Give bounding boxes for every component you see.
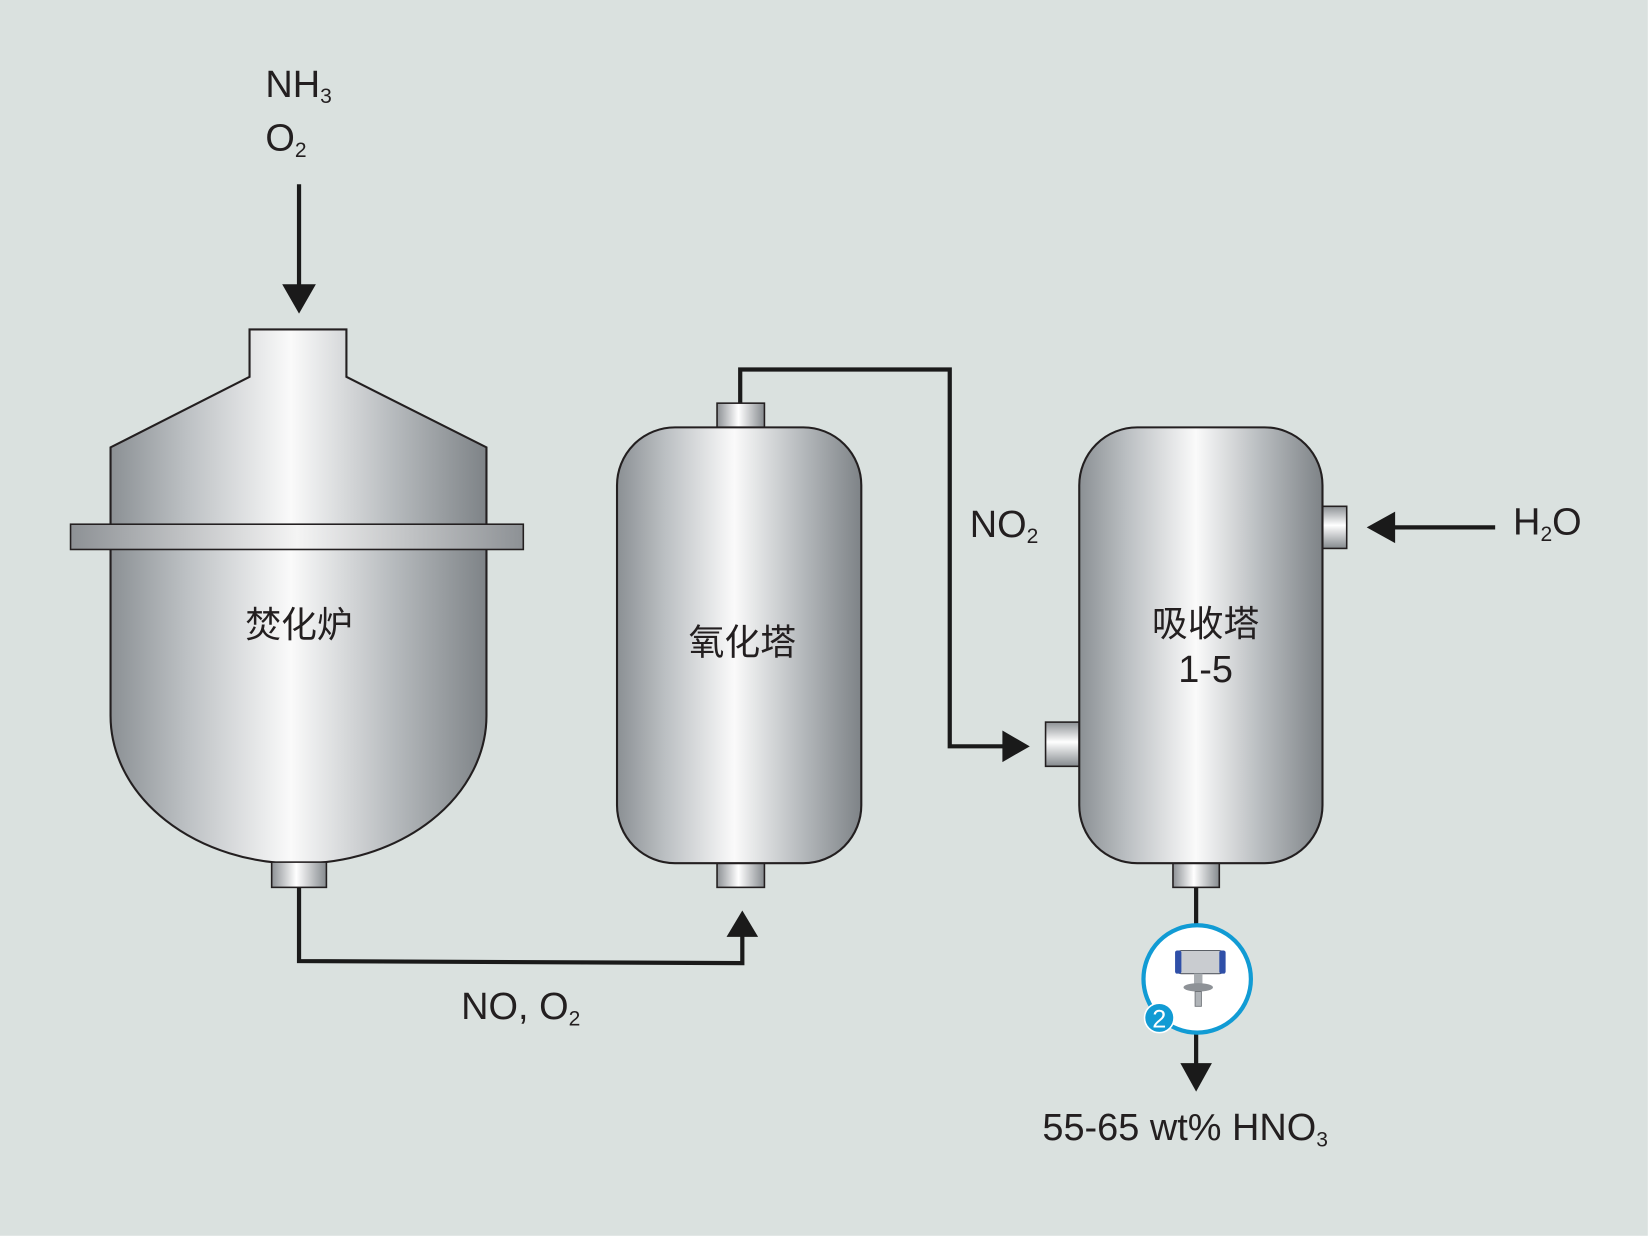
oxidation-tower-label: 氧化塔 bbox=[689, 623, 796, 664]
label-no2: NO2 bbox=[970, 504, 1039, 548]
pipe-oxidation-to-absorber bbox=[738, 367, 1006, 749]
absorption-tower-label: 吸收塔 bbox=[1152, 604, 1259, 645]
label-no-o2: NO, O2 bbox=[461, 986, 580, 1030]
instrument-badge bbox=[1143, 1002, 1175, 1034]
level-transmitter-instrument[interactable]: 2 bbox=[1141, 923, 1253, 1035]
pipe-furnace-to-oxidation bbox=[296, 887, 745, 966]
instrument-badge-number: 2 bbox=[1152, 1005, 1166, 1033]
feed-arrow bbox=[282, 184, 316, 314]
arrow-down-icon bbox=[1180, 1063, 1212, 1092]
arrow-left-icon bbox=[1366, 511, 1396, 544]
label-h2o: H2O bbox=[1513, 502, 1582, 546]
label-nh3: NH3 bbox=[265, 64, 331, 108]
label-product: 55-65 wt% HNO3 bbox=[1042, 1107, 1328, 1151]
absorption-tower: 吸收塔 1-5 bbox=[1044, 426, 1348, 889]
absorption-tower-range: 1-5 bbox=[1178, 649, 1233, 691]
label-o2: O2 bbox=[265, 118, 306, 162]
furnace-label: 焚化炉 bbox=[245, 605, 352, 646]
level-transmitter-icon bbox=[1175, 950, 1226, 1007]
furnace-vessel: 焚化炉 bbox=[69, 328, 525, 889]
arrow-up-icon bbox=[726, 910, 759, 937]
oxidation-tower: 氧化塔 bbox=[615, 402, 863, 889]
arrow-right-icon bbox=[1002, 730, 1030, 763]
